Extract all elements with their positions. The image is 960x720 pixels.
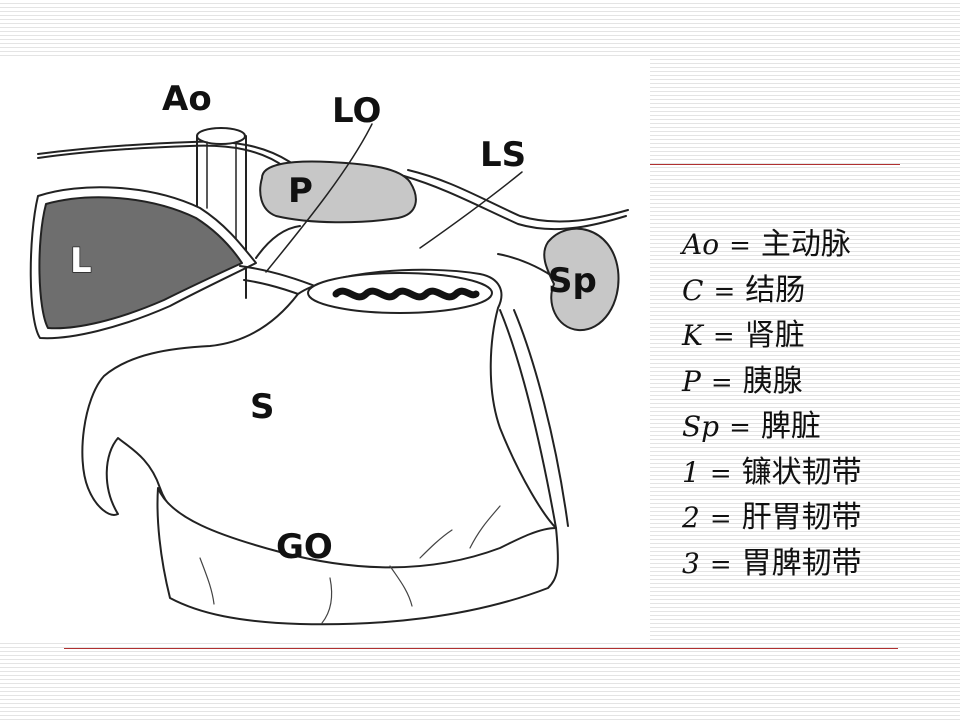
legend-equals: =: [709, 549, 732, 580]
legend-term: 主动脉: [760, 227, 851, 262]
legend-term: 胃脾韧带: [741, 545, 862, 581]
legend-abbr: K: [682, 319, 703, 352]
liver-shape: [38, 196, 243, 330]
gastrosplenic-ligament: [499, 309, 557, 529]
ligament-line: [403, 175, 627, 231]
greater-omentum-shape: [156, 487, 559, 626]
legend-term: 肾脏: [744, 318, 805, 353]
label-p: P: [288, 171, 313, 211]
omentum-veins: [199, 505, 501, 624]
legend-row: 3 = 胃脾韧带: [682, 541, 952, 587]
vessel-line: [37, 140, 291, 163]
vessel-line: [37, 144, 287, 169]
legend-equals: =: [729, 413, 751, 443]
label-ao: Ao: [162, 79, 212, 119]
pointer-line: [265, 123, 373, 273]
legend-term: 结肠: [745, 272, 806, 308]
anatomy-diagram: Ao LO LS P L Sp S GO: [0, 58, 650, 643]
legend-abbr: Sp: [682, 410, 720, 443]
legend-row: 2 = 肝胃韧带: [682, 495, 952, 541]
legend-term: 镰状韧带: [741, 454, 862, 490]
ligament-line: [407, 169, 629, 223]
aorta-shape: [196, 127, 247, 299]
legend-row: P = 胰腺: [682, 359, 952, 405]
legend-term: 胰腺: [742, 363, 803, 399]
legend-row: C = 结肠: [682, 268, 952, 314]
label-lo: LO: [332, 91, 381, 131]
legend-abbr: 3: [682, 546, 700, 580]
legend-term: 肝胃韧带: [741, 500, 862, 535]
abbreviation-legend: Ao=主动脉 C=结肠 K=肾脏 P=胰腺 Sp=脾脏 1=镰状韧带 2=肝胃韧…: [682, 222, 952, 586]
legend-abbr: 2: [682, 501, 700, 534]
legend-equals: =: [712, 322, 735, 352]
legend-equals: =: [713, 276, 736, 307]
legend-row: K = 肾脏: [682, 313, 952, 359]
label-ls: LS: [480, 135, 526, 175]
rugae: [332, 287, 480, 301]
ligament-line: [255, 225, 301, 259]
legend-equals: =: [709, 458, 732, 489]
label-l: L: [70, 241, 92, 281]
legend-abbr: Ao: [682, 228, 720, 261]
divider-line: [650, 164, 900, 165]
spleen-shape: [543, 227, 620, 332]
legend-equals: =: [729, 231, 751, 261]
legend-equals: =: [710, 367, 733, 398]
label-go: GO: [276, 527, 333, 567]
legend-abbr: C: [682, 273, 704, 307]
legend-term: 脾脏: [760, 409, 821, 444]
label-sp: Sp: [548, 261, 597, 301]
gastrosplenic-ligament: [513, 309, 569, 527]
legend-row: Sp = 脾脏: [682, 404, 952, 450]
legend-equals: =: [709, 504, 732, 534]
legend-abbr: 1: [682, 455, 700, 489]
legend-abbr: P: [682, 364, 701, 398]
legend-row: 1 = 镰状韧带: [682, 450, 952, 496]
label-s: S: [250, 387, 275, 427]
pancreas-shape: [259, 160, 417, 224]
legend-row: Ao = 主动脉: [682, 222, 952, 268]
divider-line: [64, 648, 898, 649]
pointer-line: [419, 171, 523, 249]
